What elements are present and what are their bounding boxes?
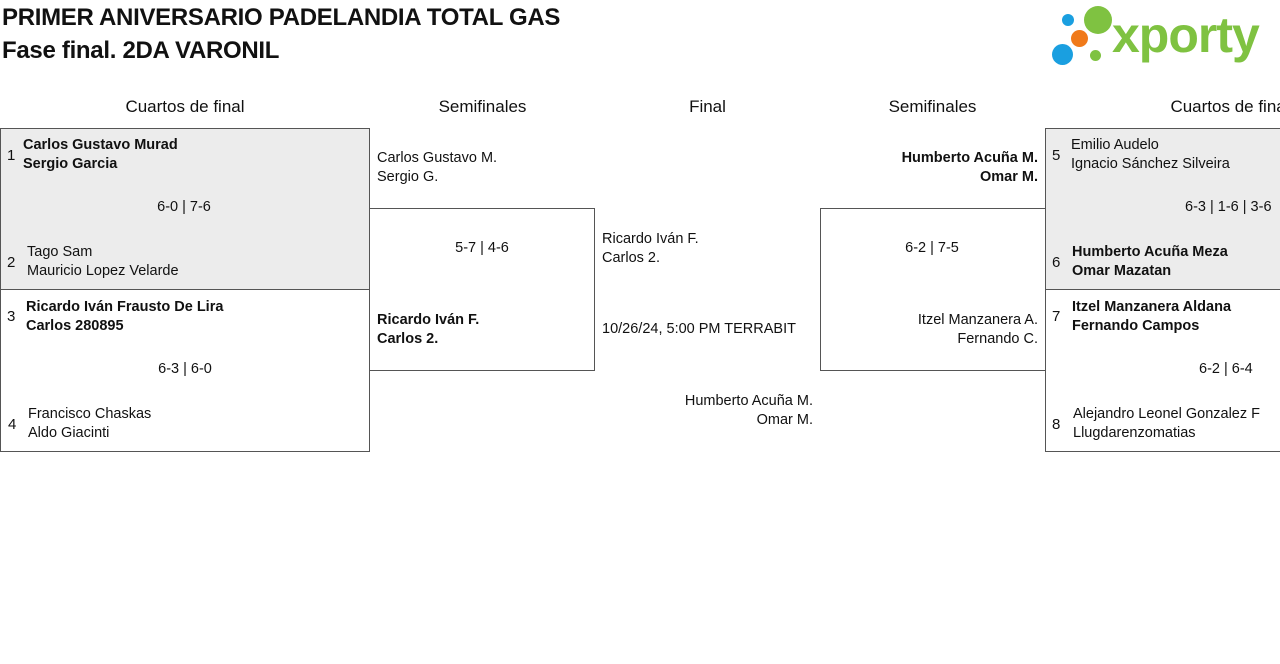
team-player: Humberto Acuña Meza	[1072, 244, 1228, 260]
team-player: Itzel Manzanera Aldana	[1072, 299, 1232, 315]
logo-dot-blue-small	[1062, 14, 1074, 26]
round-header-final: Final	[689, 97, 726, 116]
match-score: 6-3 | 6-0	[158, 361, 212, 377]
seed-number: 8	[1052, 416, 1061, 433]
logo-dot-green	[1084, 6, 1112, 34]
team-player: Tago Sam	[27, 244, 93, 260]
team-player: Omar M.	[979, 169, 1038, 185]
team-player: Omar M.	[756, 412, 813, 428]
team-player: Humberto Acuña M.	[684, 393, 813, 409]
tournament-subtitle: Fase final. 2DA VARONIL	[2, 37, 280, 64]
team-player: Fernando Campos	[1072, 318, 1200, 334]
seed-number: 6	[1052, 254, 1061, 271]
team-player: Llugdarenzomatias	[1073, 425, 1196, 441]
seed-number: 1	[7, 147, 16, 164]
team-player: Humberto Acuña M.	[901, 150, 1038, 166]
team-player: Carlos Gustavo Murad	[23, 137, 178, 153]
team-player: Emilio Audelo	[1071, 137, 1159, 153]
team-player: Fernando C.	[957, 331, 1038, 347]
seed-number: 4	[8, 416, 17, 433]
team-player: Ricardo Iván F.	[377, 312, 480, 328]
logo-dot-blue	[1052, 44, 1073, 65]
semifinal-match-left[interactable]	[369, 208, 595, 371]
quarterfinal-match-4[interactable]	[1045, 289, 1280, 452]
team-player: Omar Mazatan	[1072, 263, 1172, 279]
xporty-logo: xporty	[1050, 4, 1278, 68]
team-player: Mauricio Lopez Velarde	[27, 263, 179, 279]
seed-number: 5	[1052, 147, 1061, 164]
team-player: Francisco Chaskas	[28, 406, 152, 422]
match-score: 6-2 | 7-5	[905, 240, 959, 256]
match-score: 6-2 | 6-4	[1199, 361, 1253, 377]
team-player: Carlos Gustavo M.	[377, 150, 498, 166]
match-score: 6-0 | 7-6	[157, 199, 211, 215]
seed-number: 3	[7, 308, 16, 325]
logo-dot-green-small	[1090, 50, 1101, 61]
round-header-left-semis: Semifinales	[438, 97, 527, 116]
round-header-left-quarters: Cuartos de final	[125, 97, 245, 116]
round-header-right-semis: Semifinales	[888, 97, 977, 116]
logo-dot-orange	[1071, 30, 1088, 47]
team-player: Ricardo Iván F.	[602, 231, 699, 247]
tournament-title: PRIMER ANIVERSARIO PADELANDIA TOTAL GAS	[2, 4, 561, 31]
team-player: Alejandro Leonel Gonzalez F	[1073, 406, 1261, 422]
team-player: Carlos 2.	[377, 331, 439, 347]
match-score: 6-3 | 1-6 | 3-6	[1185, 199, 1272, 215]
team-player: Aldo Giacinti	[28, 425, 110, 441]
seed-number: 7	[1052, 308, 1061, 325]
seed-number: 2	[7, 254, 16, 271]
team-player: Itzel Manzanera A.	[917, 312, 1038, 328]
final-schedule: 10/26/24, 5:00 PM TERRABIT	[602, 321, 796, 337]
team-player: Sergio G.	[377, 169, 439, 185]
quarterfinal-match-1[interactable]	[0, 128, 370, 290]
team-player: Carlos 280895	[26, 318, 124, 334]
quarterfinal-match-3[interactable]	[1045, 128, 1280, 290]
team-player: Ignacio Sánchez Silveira	[1071, 156, 1230, 172]
round-header-right-quarters: Cuartos de final	[1170, 97, 1280, 116]
logo-wordmark: xporty	[1112, 7, 1260, 63]
team-player: Ricardo Iván Frausto De Lira	[26, 299, 224, 315]
team-player: Sergio Garcia	[23, 156, 118, 172]
team-player: Carlos 2.	[602, 250, 661, 266]
match-score: 5-7 | 4-6	[455, 240, 509, 256]
